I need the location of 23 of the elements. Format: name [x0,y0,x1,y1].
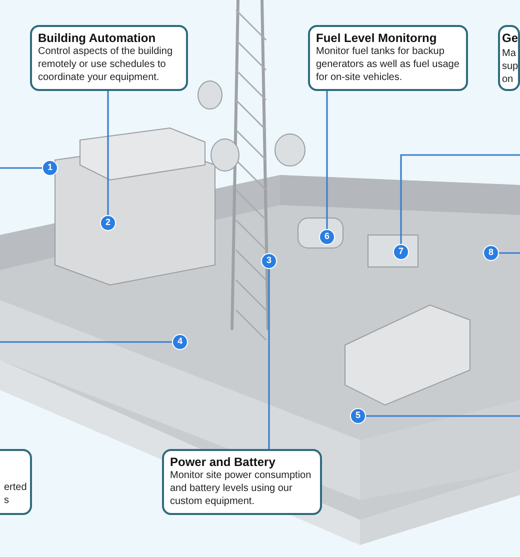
callout-description: Ma sup on [502,47,516,86]
callout-heading: Fuel Level Monitorng [316,31,438,45]
leader-line [499,252,520,254]
callout-box [162,449,322,515]
callout-description: erted s [4,481,28,507]
leader-line [268,269,270,449]
leader-line [0,167,42,169]
callout-box [498,25,520,91]
callout-box [308,25,468,91]
callout-heading: Building Automation [38,31,157,45]
leader-line [366,415,520,417]
leader-line [0,341,172,343]
leader-line [400,154,520,244]
leader-line [107,91,109,215]
callout-number: 1 [42,160,58,176]
callout-description: Control aspects of the building remotely or use schedules to coordinate your equipment. [38,45,174,84]
callout-description: Monitor site power consumption and battery levels using our custom equipment. [170,469,312,508]
callout-box [30,25,188,91]
callout-box [0,449,32,515]
callout-description: Monitor fuel tanks for backup generators as well as fuel usage for on-site vehicles. [316,45,460,84]
leader-line [326,91,328,229]
callout-heading: Power and Battery [170,455,276,469]
callout-heading: Ge [502,31,516,45]
